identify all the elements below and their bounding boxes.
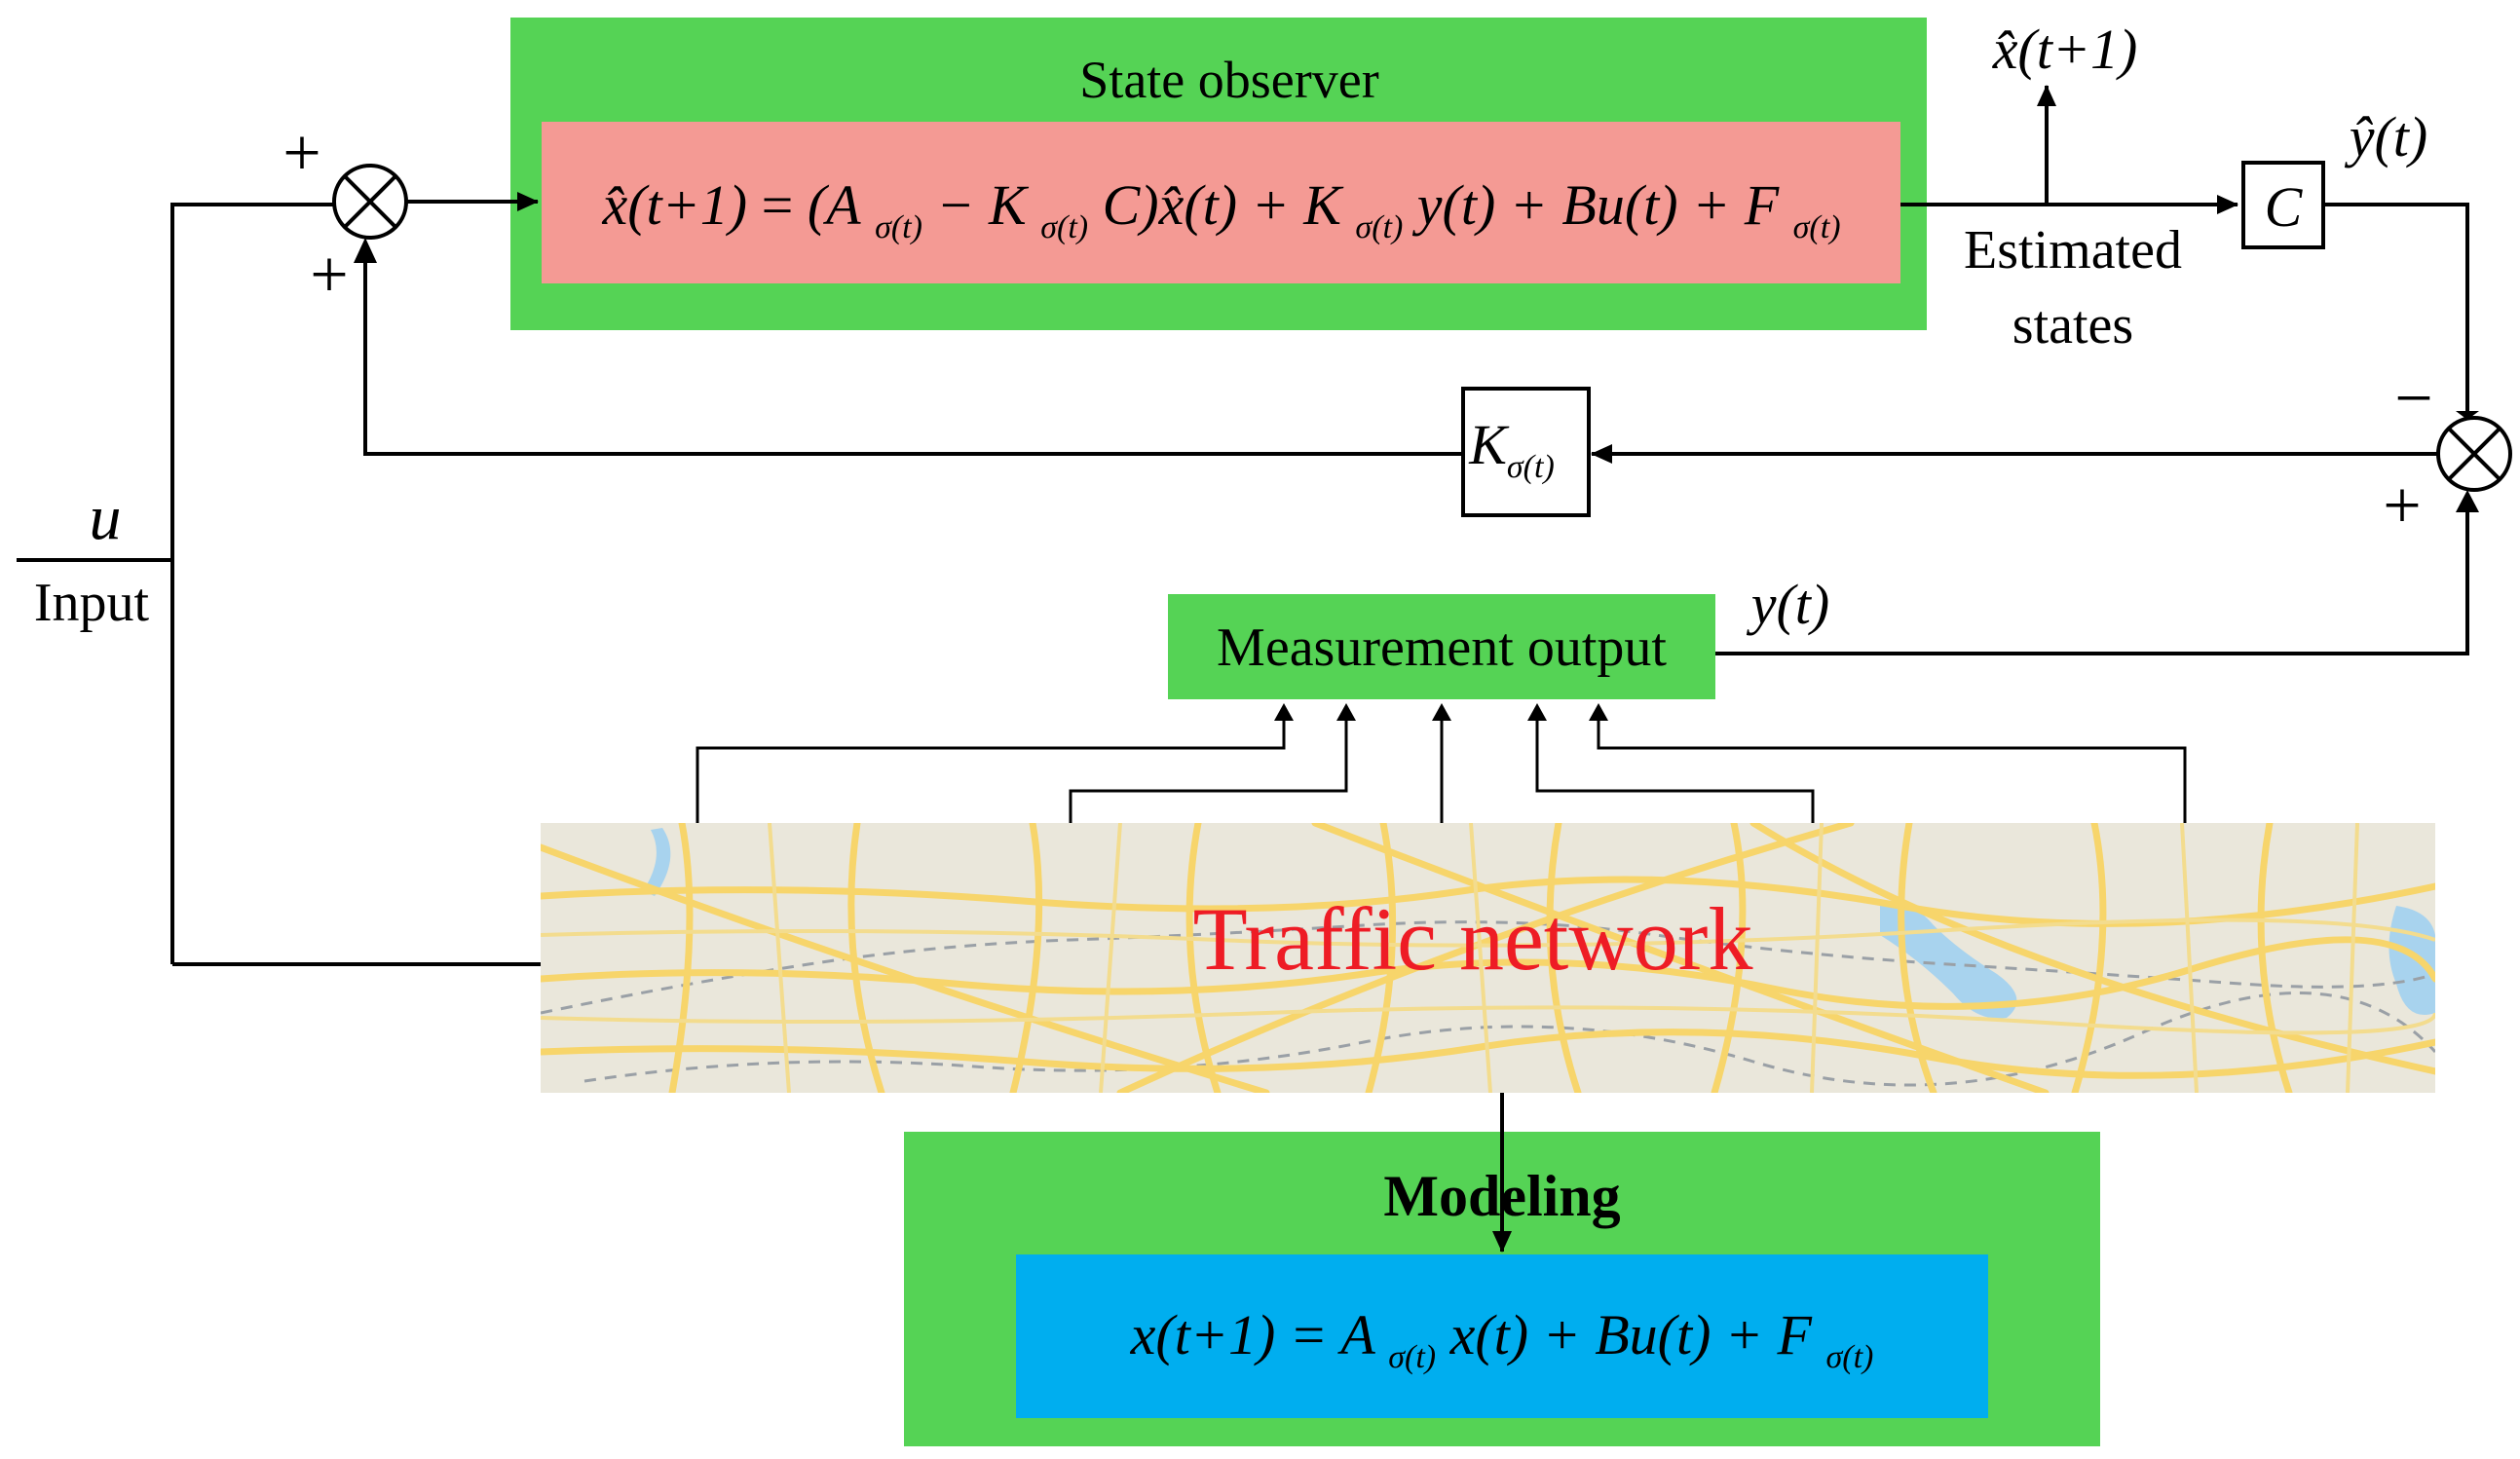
observer-eq-part2: − K (936, 173, 1030, 237)
sum1-plus-top: + (282, 116, 320, 191)
observer-eq-part1: (A (808, 173, 861, 237)
observer-eq-sub1: σ(t) (875, 209, 922, 245)
traffic-network-label: Traffic network (1193, 889, 1753, 989)
c-block-label: C (2265, 175, 2304, 239)
summing-junction-1 (332, 164, 408, 240)
observer-eq-sub4: σ(t) (1793, 209, 1841, 245)
estimated-states-line2: states (2012, 295, 2133, 355)
sensor-lines (696, 703, 2187, 823)
observer-equation: x̂(t+1) = (A σ(t) − K σ(t) C)x̂(t) + K σ… (601, 173, 1840, 250)
c-to-sum2-wire (2323, 203, 2469, 416)
state-observer-block: State observer x̂(t+1) = (A σ(t) − K σ(t… (510, 18, 1927, 330)
traffic-network-map: Traffic network (541, 823, 2435, 1093)
gain-to-sum1-wire (363, 258, 1463, 456)
observer-eq-sub3: σ(t) (1355, 209, 1403, 245)
sum1-plus-bottom: + (310, 238, 348, 313)
yhat-label: ŷ(t) (2345, 105, 2428, 168)
sum2-minus-top: − (2394, 361, 2432, 436)
y-signal-label: y(t) (1747, 573, 1830, 636)
model-eq-part2: x(t) + Bu(t) + F (1449, 1303, 1813, 1366)
measurement-to-sum2-arrowhead (2456, 490, 2479, 512)
measurement-output-block (1168, 594, 1715, 699)
measurement-output-label: Measurement output (1217, 617, 1667, 678)
model-eq-sub2: σ(t) (1825, 1339, 1873, 1375)
sum2-plus-bottom: + (2383, 468, 2421, 543)
gain-block (1461, 387, 1591, 517)
observer-eq-equals: = (762, 173, 794, 237)
gain-to-sum1-arrowhead (354, 238, 377, 263)
observer-eq-part3: C)x̂(t) + K (1103, 173, 1345, 237)
gain-sub: σ(t) (1507, 449, 1555, 485)
observer-eq-sub2: σ(t) (1040, 209, 1088, 245)
input-to-sum1-wire (170, 203, 334, 964)
state-observer-title: State observer (1079, 51, 1378, 109)
observer-eq-part4: y(t) + Bu(t) + F (1412, 173, 1780, 237)
estimated-states-line1: Estimated (1964, 220, 2182, 281)
gain-block-label: Kσ(t) (1468, 413, 1555, 485)
model-eq-sub1: σ(t) (1388, 1339, 1436, 1375)
input-label: Input (34, 573, 150, 633)
xhat-next-label: x̂(t+1) (1992, 18, 2138, 81)
summing-junction-2 (2436, 416, 2512, 492)
measurement-to-sum2-wire (1715, 508, 2469, 655)
observer-equation-box (542, 122, 1900, 283)
input-symbol: u (90, 482, 122, 553)
c-to-sum2-arrowhead (2456, 411, 2479, 420)
observer-eq-lhs: x̂(t+1) (601, 173, 747, 237)
model-eq-part1: x(t+1) = A (1130, 1303, 1376, 1366)
modeling-equation: x(t+1) = A σ(t) x(t) + Bu(t) + F σ(t) (1130, 1303, 1874, 1380)
modeling-equation-box (1016, 1254, 1988, 1418)
gain-k: K (1468, 413, 1510, 476)
